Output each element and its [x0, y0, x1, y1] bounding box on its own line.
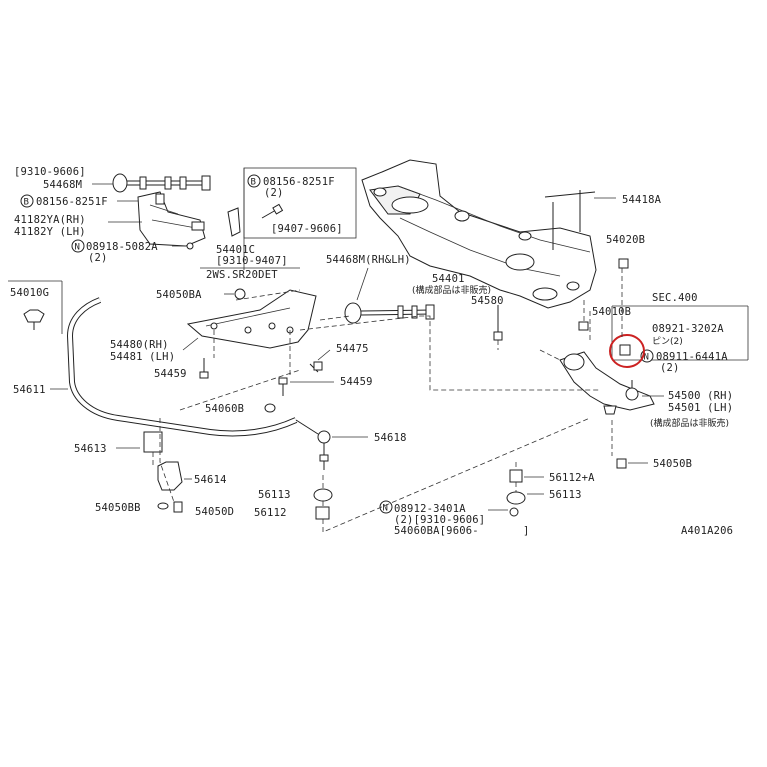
label-54010b: 54010B [592, 306, 631, 318]
label-54614: 54614 [194, 474, 227, 486]
bolt-54459-b[interactable] [278, 377, 288, 396]
label-54050bb: 54050BB [95, 502, 141, 514]
bracket-41182ya[interactable] [137, 191, 206, 247]
label-08156-b: 08156-8251F [263, 176, 335, 188]
insulator-56113[interactable] [313, 488, 333, 502]
label-54401-note: (構成部品は非販売) [412, 284, 491, 296]
bolt-54580[interactable] [493, 305, 503, 341]
inset-08156: B 08156-8251F (2) [9407-9606] 54401C [93… [200, 167, 357, 281]
label-54459-a: 54459 [154, 368, 187, 380]
washer-54060b[interactable] [264, 403, 276, 413]
lower-arm-54500[interactable] [559, 351, 655, 415]
label-08921-sub: ピン(2) [652, 336, 683, 347]
clamp-54614[interactable] [157, 461, 183, 491]
label-54501: 54501 (LH) [668, 402, 733, 414]
label-08156-a: 08156-8251F [36, 196, 108, 208]
label-54580: 54580 [471, 295, 504, 307]
label-54613: 54613 [74, 443, 107, 455]
bracket-54480[interactable] [186, 289, 317, 349]
label-08912-sub: (2)[9310-9606] [394, 514, 485, 526]
inset-box-08156 [243, 167, 357, 239]
inset-54010g: 54010G [8, 280, 63, 334]
nut-08912[interactable] [509, 507, 519, 517]
label-9310-9407: [9310-9407] [216, 255, 288, 267]
label-08918: 08918-5082A [86, 241, 158, 253]
nut-letter: N [644, 353, 649, 363]
label-54060ba-end: ] [523, 525, 530, 537]
label-2ws: 2WS.SR20DET [206, 269, 278, 281]
stud-54418a[interactable] [544, 190, 616, 250]
nut-54050b[interactable] [616, 458, 627, 469]
bolt-54050d[interactable] [173, 501, 183, 513]
bushing-56112[interactable] [315, 506, 330, 520]
label-54010g: 54010G [10, 287, 49, 299]
nut-54010b[interactable] [578, 321, 589, 331]
crossmember-54401[interactable] [361, 159, 597, 309]
bushing-56112a[interactable] [509, 469, 523, 483]
insulator-56113-b[interactable] [506, 491, 526, 505]
nut-letter: N [75, 243, 80, 253]
washer-54050bb[interactable] [157, 502, 169, 510]
washer-54050ba[interactable] [234, 288, 246, 300]
label-54468m: 54468M [43, 179, 82, 191]
bushing-54010g[interactable] [23, 309, 45, 323]
label-54418a: 54418A [622, 194, 662, 206]
label-08921: 08921-3202A [652, 323, 724, 335]
label-54050b: 54050B [653, 458, 692, 470]
label-08911: 08911-6441A [656, 351, 728, 363]
label-54481: 54481 (LH) [110, 351, 175, 363]
label-41182ya: 41182YA(RH) [14, 214, 86, 226]
inset-54468m: [9310-9606] 54468M B 08156-8251F 41182YA… [14, 166, 211, 264]
link-54618[interactable] [295, 419, 331, 470]
label-54468m-range: [9310-9606] [14, 166, 86, 178]
label-54611: 54611 [13, 384, 46, 396]
label-08918-qty: (2) [88, 252, 108, 264]
label-9407: [9407-9606] [271, 223, 343, 235]
label-54480: 54480(RH) [110, 339, 169, 351]
clip-54401c[interactable] [227, 207, 241, 237]
bolt-symbol-icon [247, 174, 261, 188]
label-08911-qty: (2) [660, 362, 680, 374]
pin-08921[interactable] [619, 344, 631, 356]
ref-code: A401A206 [681, 525, 733, 537]
label-56113-b: 56113 [549, 489, 582, 501]
label-08912: 08912-3401A [394, 503, 466, 515]
bolt-54475[interactable] [309, 361, 323, 373]
label-08156-b-qty: (2) [264, 187, 284, 199]
label-56112-a: 56112 [254, 507, 287, 519]
label-56112a: 56112+A [549, 472, 595, 484]
label-54060ba: 54060BA[9606- [394, 525, 479, 537]
bolt-letter: B [251, 178, 256, 188]
label-54050d: 54050D [195, 506, 234, 518]
label-54475: 54475 [336, 343, 369, 355]
label-54050ba: 54050BA [156, 289, 202, 301]
label-54020b: 54020B [606, 234, 645, 246]
label-54459-b: 54459 [340, 376, 373, 388]
bolt-54459-a[interactable] [199, 358, 209, 379]
bolt-letter: B [24, 198, 29, 208]
assembly-lines [152, 268, 623, 533]
bushing-54468m[interactable] [112, 173, 128, 193]
label-54401: 54401 [432, 273, 465, 285]
label-56113-a: 56113 [258, 489, 291, 501]
bushing-54613[interactable] [143, 431, 163, 453]
bolt-symbol-icon [20, 194, 34, 208]
label-54500: 54500 (RH) [668, 390, 733, 402]
nut-symbol-icon [71, 239, 85, 253]
highlight-circle [609, 334, 645, 368]
label-54060b: 54060B [205, 403, 244, 415]
nut-54020b[interactable] [618, 258, 629, 269]
label-54468m-both: 54468M(RH&LH) [326, 254, 411, 266]
link-54468m[interactable] [344, 302, 435, 324]
stabilizer-bar-54611[interactable] [66, 297, 298, 437]
label-sec400: SEC.400 [652, 292, 698, 304]
nut-letter: N [383, 504, 388, 514]
label-5450-note: (構成部品は非販売) [650, 417, 729, 429]
label-54618: 54618 [374, 432, 407, 444]
label-41182y: 41182Y (LH) [14, 226, 86, 238]
label-54401c: 54401C [216, 244, 255, 256]
